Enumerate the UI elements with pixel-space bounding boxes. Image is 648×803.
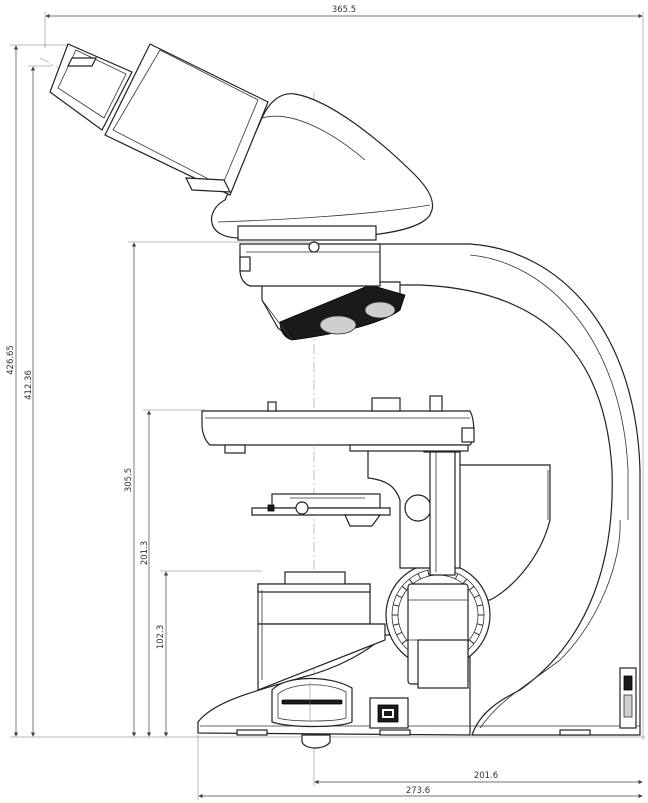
rear-connector bbox=[619, 667, 637, 729]
dimension-base-depth: 273.6 bbox=[197, 735, 643, 800]
focus-knob-tooth bbox=[401, 585, 408, 591]
dimension-base-height: 102.3 bbox=[156, 570, 262, 737]
condenser bbox=[251, 493, 391, 527]
dimension-axis-to-rear: 201.6 bbox=[313, 740, 643, 786]
focus-knob-tooth bbox=[473, 631, 480, 636]
focus-knob-tooth bbox=[462, 578, 468, 585]
dimension-overall-width: 365.5 bbox=[44, 5, 644, 740]
focus-knob-tooth bbox=[468, 639, 475, 645]
focus-knob-tooth bbox=[401, 639, 408, 645]
base-height-label: 102.3 bbox=[156, 625, 166, 649]
focus-knob-tooth bbox=[393, 604, 400, 607]
focus-knob-tooth bbox=[427, 570, 430, 577]
base-depth-label: 273.6 bbox=[406, 786, 430, 796]
brightness-dial bbox=[271, 677, 353, 728]
focus-knob-tooth bbox=[476, 604, 483, 607]
power-switch bbox=[369, 697, 409, 729]
specimen-stage bbox=[201, 395, 475, 454]
dimension-eyepiece-height: 412.36 bbox=[24, 65, 52, 737]
axis-to-rear-label: 201.6 bbox=[474, 771, 498, 781]
stage-height-label: 201.3 bbox=[140, 541, 150, 565]
objective-turret bbox=[261, 281, 406, 341]
dimension-overall-height: 426.65 bbox=[6, 44, 68, 737]
focus-knob-tooth bbox=[468, 585, 475, 591]
eyepiece-tube bbox=[49, 43, 269, 196]
dimension-arm-height: 305.5 bbox=[124, 241, 310, 737]
focus-knob bbox=[385, 562, 491, 689]
dimension-stage-height: 201.3 bbox=[140, 409, 205, 737]
overall-width-label: 365.5 bbox=[332, 5, 356, 15]
arm-head-block bbox=[239, 241, 381, 287]
focus-knob-tooth bbox=[393, 623, 400, 626]
focus-knob-tooth bbox=[454, 573, 459, 580]
arm-height-label: 305.5 bbox=[124, 468, 134, 492]
focus-knob-tooth bbox=[417, 573, 422, 580]
focus-knob-tooth bbox=[396, 631, 403, 636]
overall-height-label: 426.65 bbox=[6, 345, 16, 375]
condenser-carrier bbox=[367, 443, 461, 576]
microscope-arm bbox=[377, 243, 641, 736]
focus-knob-tooth bbox=[476, 623, 483, 626]
focus-knob-tooth bbox=[473, 594, 480, 599]
eyepiece-height-label: 412.36 bbox=[24, 370, 34, 400]
illuminator-housing bbox=[257, 571, 386, 691]
focus-knob-tooth bbox=[408, 578, 414, 585]
focus-knob-tooth bbox=[396, 594, 403, 599]
